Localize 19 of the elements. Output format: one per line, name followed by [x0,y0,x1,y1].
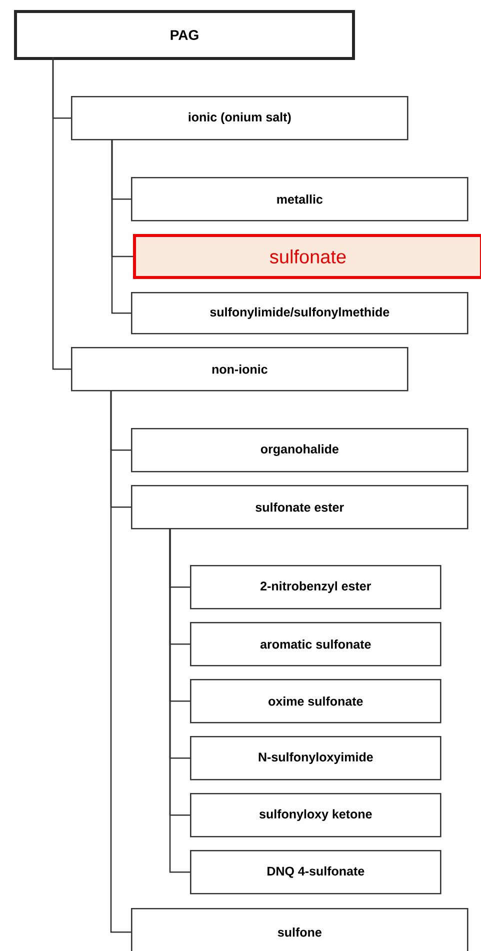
highlighted-box: sulfonate [133,234,481,279]
category-box: DNQ 4-sulfonate [190,850,442,894]
category-box: aromatic sulfonate [190,622,442,666]
category-box: ionic (onium salt) [71,96,408,140]
tree-connector [52,57,71,370]
category-box: organohalide [131,428,468,472]
tree-connector [169,528,190,873]
category-box: sulfone [131,908,468,951]
tree-connector [111,139,131,314]
category-box: 2-nitrobenzyl ester [190,565,442,610]
category-box: PAG [14,10,355,60]
tree-connector [110,390,131,933]
category-box: non-ionic [71,347,408,392]
category-box: N-sulfonyloxyimide [190,736,442,780]
category-box: sulfonylimide/sulfonylmethide [131,292,468,334]
category-box: sulfonate ester [131,485,468,530]
category-box: metallic [131,177,468,222]
category-box: oxime sulfonate [190,679,442,724]
category-box: sulfonyloxy ketone [190,793,442,838]
